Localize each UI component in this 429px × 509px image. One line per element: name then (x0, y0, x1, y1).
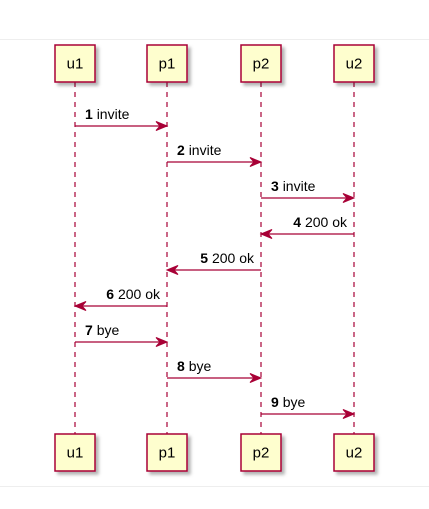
participant-label: u1 (67, 56, 84, 73)
message-text: invite (97, 106, 130, 122)
message-label: 2 invite (177, 142, 222, 158)
message-text: 200 ok (118, 286, 161, 302)
participant-p2-top: p2 (240, 44, 282, 83)
participant-u2-top: u2 (333, 44, 375, 83)
participant-label: p2 (253, 56, 270, 73)
message-label: 1 invite (85, 106, 130, 122)
message-number: 8 (177, 358, 185, 374)
arrowhead-icon (155, 337, 169, 347)
arrowhead-icon (249, 157, 263, 167)
arrowhead-icon (165, 265, 179, 275)
participant-box (240, 44, 282, 83)
participant-p1-top: p1 (146, 44, 188, 83)
message-number: 4 (293, 214, 301, 230)
arrowhead-icon (249, 373, 263, 383)
participant-u1-top: u1 (54, 44, 96, 83)
participant-box (146, 433, 188, 472)
message-8: 8 bye (167, 358, 263, 383)
arrowhead-icon (155, 121, 169, 131)
message-9: 9 bye (261, 394, 356, 419)
message-label: 7 bye (85, 322, 119, 338)
message-label: 8 bye (177, 358, 211, 374)
participant-label: p1 (159, 56, 176, 73)
bottom-divider (0, 486, 429, 487)
message-7: 7 bye (75, 322, 169, 347)
participant-label: u2 (346, 445, 363, 462)
message-3: 3 invite (261, 178, 356, 203)
message-label: 6 200 ok (106, 286, 161, 302)
message-5: 5 200 ok (165, 250, 261, 275)
message-text: bye (189, 358, 212, 374)
message-label: 4 200 ok (293, 214, 348, 230)
message-number: 2 (177, 142, 185, 158)
participant-box (146, 44, 188, 83)
participant-u2-bottom: u2 (333, 433, 375, 472)
message-label: 9 bye (271, 394, 305, 410)
message-text: invite (189, 142, 222, 158)
message-2: 2 invite (167, 142, 263, 167)
arrowhead-icon (342, 409, 356, 419)
participant-box (54, 44, 96, 83)
message-number: 6 (106, 286, 114, 302)
message-text: 200 ok (305, 214, 348, 230)
participant-label: p2 (253, 445, 270, 462)
message-label: 3 invite (271, 178, 316, 194)
participant-label: p1 (159, 445, 176, 462)
message-text: 200 ok (212, 250, 255, 266)
participant-box (333, 44, 375, 83)
message-number: 5 (200, 250, 208, 266)
message-text: bye (97, 322, 120, 338)
participant-box (54, 433, 96, 472)
arrowhead-icon (73, 301, 87, 311)
message-label: 5 200 ok (200, 250, 255, 266)
participant-box (240, 433, 282, 472)
message-number: 3 (271, 178, 279, 194)
message-text: bye (283, 394, 306, 410)
participant-p1-bottom: p1 (146, 433, 188, 472)
participant-label: u2 (346, 56, 363, 73)
message-text: invite (283, 178, 316, 194)
top-divider (0, 39, 429, 40)
message-4: 4 200 ok (259, 214, 354, 239)
message-6: 6 200 ok (73, 286, 167, 311)
participant-p2-bottom: p2 (240, 433, 282, 472)
participant-u1-bottom: u1 (54, 433, 96, 472)
message-number: 1 (85, 106, 93, 122)
arrowhead-icon (342, 193, 356, 203)
arrowhead-icon (259, 229, 273, 239)
participant-box (333, 433, 375, 472)
message-number: 7 (85, 322, 93, 338)
message-1: 1 invite (75, 106, 169, 131)
participant-label: u1 (67, 445, 84, 462)
message-number: 9 (271, 394, 279, 410)
